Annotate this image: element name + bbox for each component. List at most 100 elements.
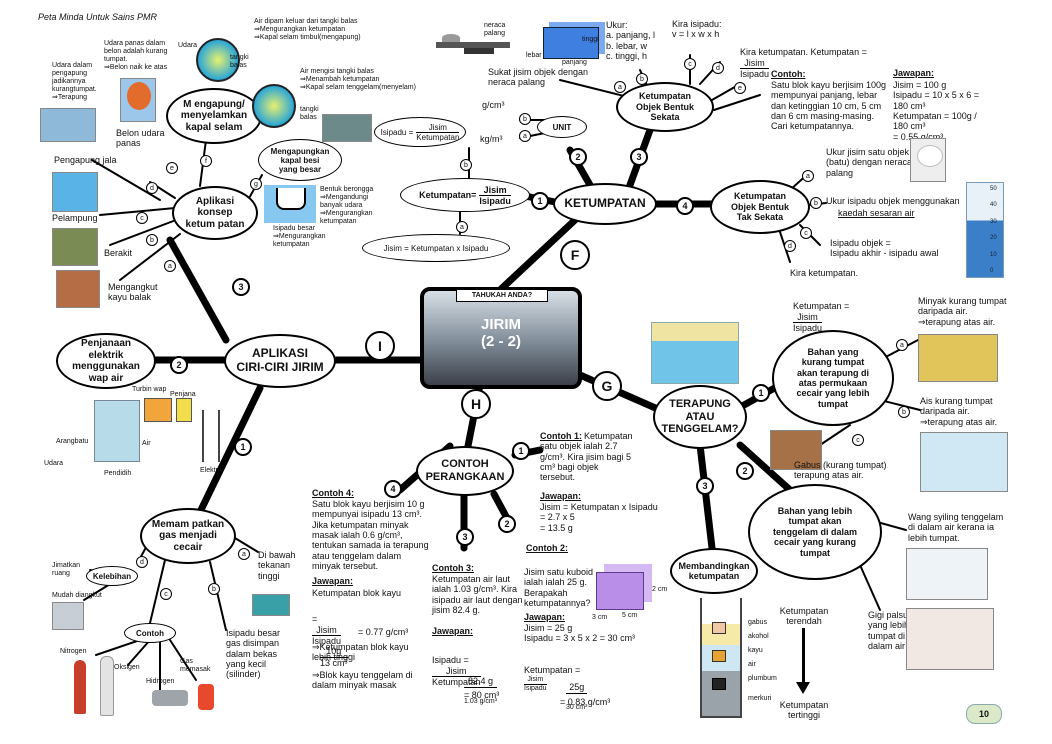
unit-node[interactable]: UNIT [537,116,587,138]
udara2-label: Udara [44,460,64,467]
letter-gas-d: d [136,556,148,568]
neraca-palang-image [436,32,510,54]
terendah-label: Ketumpatan terendah [779,606,829,627]
block-panjang: panjang [562,59,587,66]
memasak-label: Gas memasak [180,658,211,674]
nitrogen-label: Nitrogen [60,648,87,655]
c2-title: Contoh 2: [526,543,568,553]
letter-gas-c: c [160,588,172,600]
letter-sekata-e: e [734,82,746,94]
node-objek-tak-sekata[interactable]: Ketumpatan Objek Bentuk Tak Sekata [710,180,810,234]
unit-kgm3: kg/m³ [480,134,503,144]
c2-text: Jisim satu kuboid ialah ialah 25 g. Bera… [524,567,594,609]
badge-f: F [560,240,590,270]
num-apl-2: 2 [170,356,188,374]
cuboid-h: 2 cm [652,586,668,593]
kelebihan-node[interactable]: Kelebihan [86,566,138,586]
cylinder-grey [152,690,188,706]
sekata-jawapan-text: Jisim = 100 g Isipadu = 10 x 5 x 6 = 180… [893,80,980,142]
block-image [543,27,599,59]
stone-image [910,138,946,182]
center-title: JIRIM (2 - 2) [480,316,521,351]
ukur-text: Ukur: a. panjang, l b. lebar, w c. tingg… [606,20,656,62]
page-number: 10 [966,704,1002,724]
cork-image [770,430,822,470]
hull-diagram [264,185,316,223]
num-con-2: 2 [498,515,516,533]
letter-ter-b: b [898,406,910,418]
gigi-text: Gigi palsu yang lebih tumpat di dalam ai… [868,610,910,652]
syiling-text: Wang syiling tenggelam di dalam air kera… [908,512,1004,543]
c2-jawapan: Jisim = 25 g Isipadu = 3 x 5 x 2 = 30 cm… [524,623,636,644]
cylinder-red [74,660,86,714]
num-ket-1: 1 [531,192,549,210]
num-apl-1: 1 [234,438,252,456]
letter-sekata-a: a [614,81,626,93]
node-contoh-perangkaan[interactable]: CONTOH PERANGKAAN [416,446,514,496]
c3-fraction: 82.4 g 1.03 g/cm³ [464,676,498,706]
node-wap-air[interactable]: Penjanaan elektrik menggunakan wap air [56,333,156,389]
oksigen-label: Oksigen [114,664,140,671]
pengapung-label: Pengapung jala [54,155,117,165]
ice-image [920,432,1008,492]
logs-image [56,270,100,308]
contoh-gas-node[interactable]: Contoh [124,623,176,643]
tangki-label-2: tangki balas [300,106,319,122]
tak-c-text: Isipadu objek = Isipadu akhir - isipadu … [830,238,939,259]
kira-isipadu-text: Kira isipadu: v = l x w x h [672,19,722,40]
balloon-image [120,78,156,122]
layer-air: air [748,661,756,668]
pelampung-label: Pelampung [52,213,98,223]
node-objek-sekata[interactable]: Ketumpatan Objek Bentuk Sekata [616,82,714,132]
node-gas[interactable]: Memam patkan gas menjadi cecair [140,508,236,564]
letter-tak-a: a [802,170,814,182]
tak-d-text: Kira ketumpatan. [790,268,859,278]
node-terapung[interactable]: TERAPUNG ATAU TENGGELAM? [653,385,747,449]
c4-result: = 0.77 g/cm³ [358,627,409,637]
node-kurang-tumpat[interactable]: Bahan yang kurang tumpat akan terapung d… [772,330,894,426]
node-membandingkan[interactable]: Membandingkan ketumpatan [670,548,758,594]
letter-konsep-f: f [200,155,212,167]
oil-image [918,334,998,382]
layer-plumbum: plumbum [748,675,777,682]
c4-conc1: ⇒Ketumpatan blok kayu lebih tinggi [312,642,409,663]
belon-text: Udara panas dalam belon adalah kurang tu… [104,40,168,72]
node-kapal-selam[interactable]: M engapung/ menyelamkan kapal selam [166,88,262,144]
node-aplikasi-konsep[interactable]: Aplikasi konsep ketum patan [172,186,258,240]
layer-gabus: gabus [748,619,768,626]
tak-a-text: Ukur jisim satu objek (batu) dengan nera… [826,147,913,178]
num-ter-3: 3 [696,477,714,495]
gabus-text: Gabus (kurang tumpat) terapung atas air. [794,460,887,481]
tank-small-image [52,602,84,630]
c2-jawapan-title: Jawapan: [524,612,566,622]
letter-ter-a: a [896,339,908,351]
kapal-besi-2: Isipadu besar ⇒Mengurangkan ketumpatan [273,225,326,249]
gabus-block [712,622,726,634]
cuboid-image [596,572,644,610]
num-con-1: 1 [512,442,530,460]
node-lebih-tumpat[interactable]: Bahan yang lebih tumpat akan tenggelam d… [748,484,882,580]
tak-b2-text: kaedah sesaran air [838,208,915,218]
letter-formula-b: b [460,159,472,171]
cuboid-w: 5 cm [622,612,638,619]
sekata-contoh-title: Contoh: [771,69,806,79]
kapal-besi-node[interactable]: Mengapungkan kapal besi yang besar [258,139,342,181]
letter-konsep-e: e [166,162,178,174]
gas-b-text: Isipadu besar gas disimpan dalam bekas y… [226,628,281,680]
node-aplikasi[interactable]: APLIKASI CIRI-CIRI JIRIM [224,334,336,388]
c2-result: = 0.83 g/cm³ [560,697,611,707]
raft-image [52,228,98,266]
elektrik-label: Elektrik [200,467,223,474]
pendidih-label: Pendidih [104,470,132,477]
pengapung-text: Udara dalam pengapung jadikannya kurangt… [52,62,97,102]
node-ketumpatan[interactable]: KETUMPATAN [553,183,657,225]
letter-konsep-d: d [146,182,158,194]
num-con-3: 3 [456,528,474,546]
sekata-a-text: Sukat jisim objek dengan neraca palang [488,67,589,88]
num-ket-2: 2 [569,148,587,166]
letter-tak-d: d [784,240,796,252]
udara-label: Udara [178,42,198,49]
